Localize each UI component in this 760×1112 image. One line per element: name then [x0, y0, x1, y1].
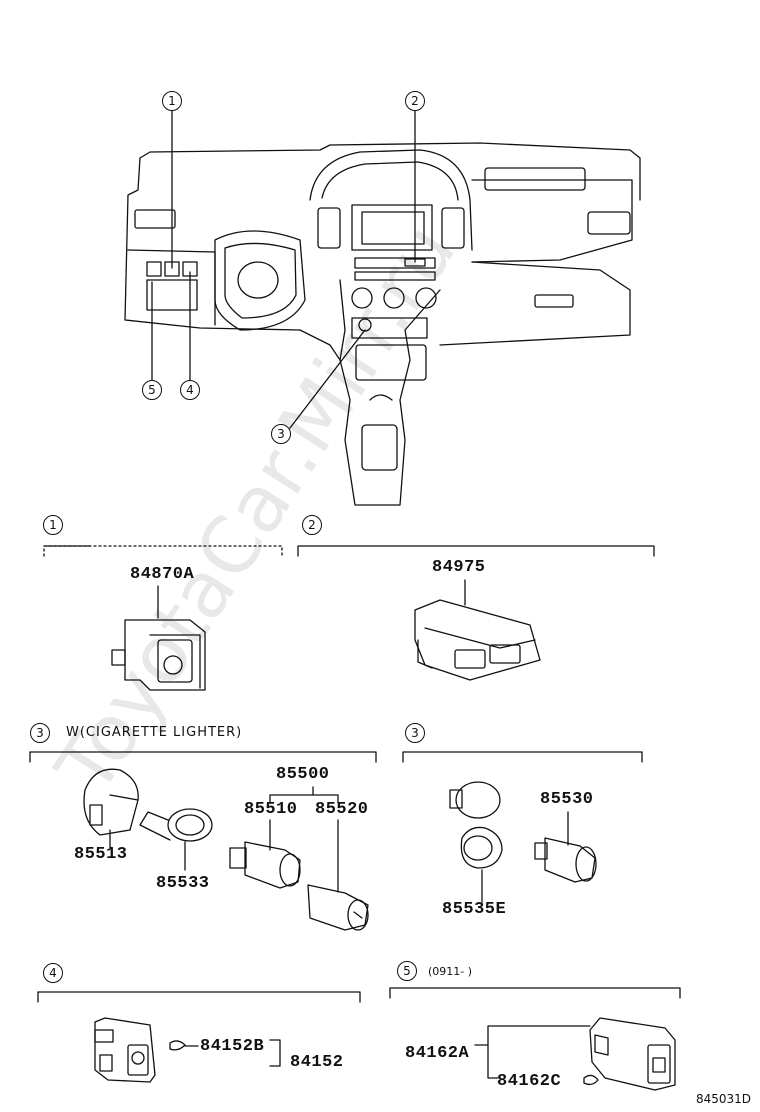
section-4-number: 4 — [43, 963, 63, 983]
part-85533-label: 85533 — [156, 874, 210, 893]
dashboard-illustration — [124, 142, 641, 506]
part-85510-label: 85510 — [244, 800, 298, 819]
section-1-number: 1 — [43, 515, 63, 535]
callout-3: 3 — [271, 424, 291, 444]
part-84870A-drawing — [111, 585, 206, 691]
section-3b-number: 3 — [405, 723, 425, 743]
section-5-number: 5 — [397, 961, 417, 981]
part-85530-label: 85530 — [540, 790, 594, 809]
section-3a-title: W(CIGARETTE LIGHTER) — [66, 725, 243, 740]
part-85510-drawing — [229, 819, 301, 889]
callout-1: 1 — [162, 91, 182, 111]
callout-4: 4 — [180, 380, 200, 400]
part-85530-drawing — [534, 811, 597, 883]
part-84162C-label: 84162C — [497, 1072, 562, 1091]
part-84870A-label: 84870A — [130, 565, 195, 584]
callout-leaders — [151, 109, 416, 429]
part-84152-label: 84152 — [290, 1053, 344, 1072]
section-2-number: 2 — [302, 515, 322, 535]
section-3a-number: 3 — [30, 723, 50, 743]
part-85520-drawing — [307, 819, 369, 931]
part-85535E-label: 85535E — [442, 900, 507, 919]
part-85535E-drawing — [449, 781, 503, 903]
section-5-note: (0911- ) — [428, 965, 473, 978]
part-85533-drawing — [139, 808, 213, 871]
section-brackets — [29, 545, 681, 1079]
figure-code: 845031D — [696, 1092, 752, 1106]
callout-5: 5 — [142, 380, 162, 400]
part-84162-drawing — [583, 1017, 676, 1091]
part-85500-label: 85500 — [276, 765, 330, 784]
part-84975-drawing — [414, 579, 541, 681]
part-84152-drawing — [94, 1017, 199, 1083]
part-84162A-label: 84162A — [405, 1044, 470, 1063]
part-84152B-label: 84152B — [200, 1037, 265, 1056]
part-85513-drawing — [83, 768, 139, 849]
part-84975-label: 84975 — [432, 558, 486, 577]
part-85513-label: 85513 — [74, 845, 128, 864]
part-85520-label: 85520 — [315, 800, 369, 819]
callout-2: 2 — [405, 91, 425, 111]
